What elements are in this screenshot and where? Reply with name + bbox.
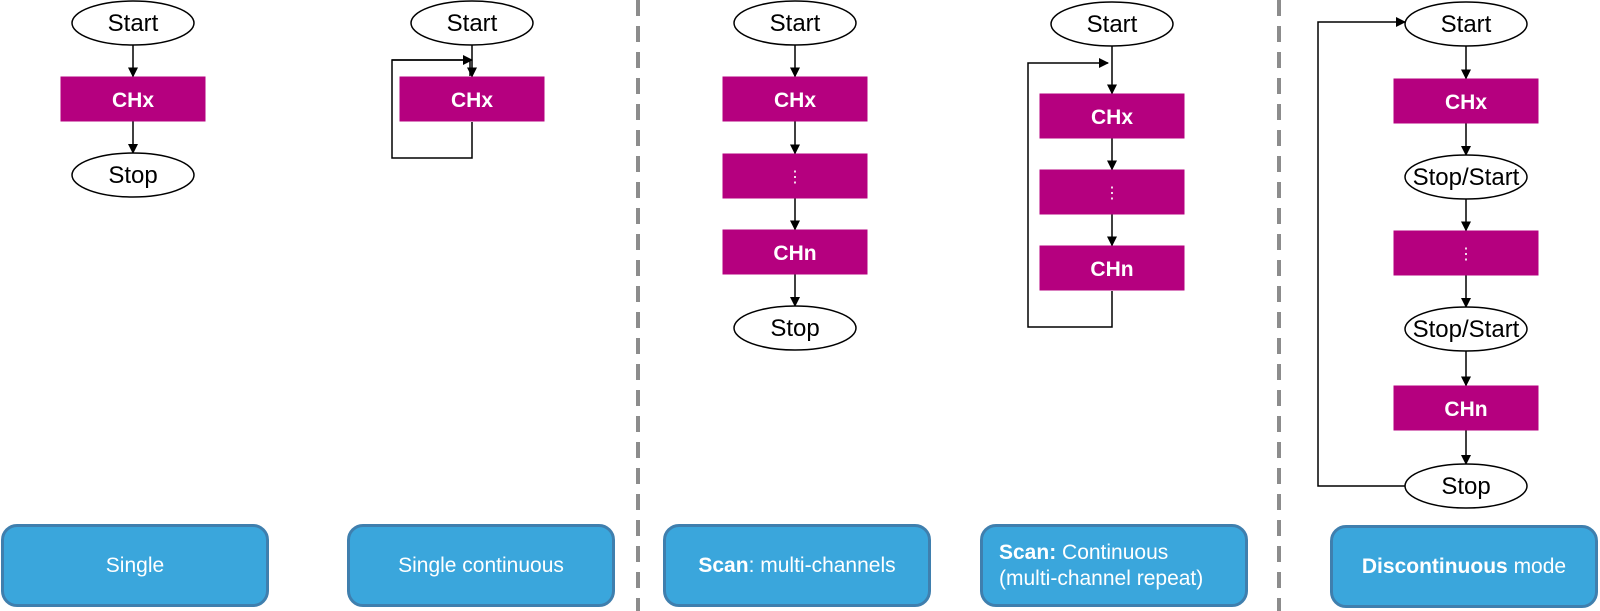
loop-connector: [1317, 17, 1406, 487]
chx-label: CHx: [112, 89, 154, 112]
ellipsis-box: [1393, 230, 1539, 276]
chn-box: [1393, 385, 1539, 431]
mode-label-text: Scan: Continuous(multi-channel repeat): [999, 540, 1203, 590]
start-label: Start: [770, 10, 821, 37]
ellipsis-box: [722, 153, 868, 199]
chn-box: [722, 229, 868, 275]
mode-label-text: Single continuous: [398, 553, 564, 578]
ellipsis-label: ⋮: [1458, 246, 1474, 263]
stop-label: Stop: [770, 315, 819, 342]
mode-label-single-continuous: Single continuous: [347, 524, 615, 607]
mode-label-bold: Scan: [698, 553, 749, 577]
stop-node: [733, 305, 857, 351]
stop-node: [1404, 463, 1528, 509]
mode-label-normal: : multi-channels: [748, 553, 896, 577]
start-node: [1050, 1, 1174, 47]
chn-label: CHn: [1090, 258, 1133, 281]
mode-label-line2: (multi-channel repeat): [999, 566, 1204, 590]
mode-label-text: Scan: multi-channels: [698, 553, 895, 578]
start-label: Start: [1087, 11, 1138, 38]
mode-label-normal: Single: [105, 553, 165, 577]
chn-label: CHn: [1444, 398, 1487, 421]
stop-start-label: Stop/Start: [1413, 316, 1520, 343]
mode-label-scan-continuous: Scan: Continuous(multi-channel repeat): [980, 524, 1248, 607]
chx-box: [1393, 78, 1539, 124]
mode-label-normal: Continuous: [1056, 541, 1169, 565]
ellipsis-label: ⋮: [1104, 185, 1120, 202]
start-label: Start: [1441, 11, 1492, 38]
mode-label-normal: Single continuous: [398, 553, 564, 577]
start-node: [410, 0, 534, 46]
stop-label: Stop: [1441, 473, 1490, 500]
stop-start-label: Stop/Start: [1413, 164, 1520, 191]
ellipsis-box: [1039, 169, 1185, 215]
chx-box: [399, 76, 545, 122]
chx-box: [60, 76, 206, 122]
stop-node: [71, 152, 195, 198]
mode-label-bold: Scan:: [999, 541, 1057, 565]
loop-connector: [1027, 58, 1113, 328]
chx-label: CHx: [774, 89, 816, 112]
stop-start-node: [1404, 154, 1528, 200]
ellipsis-label: ⋮: [787, 169, 803, 186]
chx-box: [722, 76, 868, 122]
mode-label-discontinuous: Discontinuous mode: [1330, 525, 1598, 608]
start-node: [71, 0, 195, 46]
chn-label: CHn: [773, 242, 816, 265]
chn-box: [1039, 245, 1185, 291]
start-node: [733, 0, 857, 46]
stop-label: Stop: [108, 162, 157, 189]
mode-label-normal: mode: [1507, 554, 1567, 578]
chx-label: CHx: [451, 89, 493, 112]
mode-label-bold: Discontinuous: [1361, 554, 1508, 578]
chx-label: CHx: [1091, 106, 1133, 129]
start-node: [1404, 1, 1528, 47]
stop-start-node: [1404, 306, 1528, 352]
start-label: Start: [447, 10, 498, 37]
mode-label-text: Single: [106, 553, 164, 578]
start-label: Start: [108, 10, 159, 37]
mode-label-single: Single: [1, 524, 269, 607]
chx-box: [1039, 93, 1185, 139]
mode-label-scan-multi: Scan: multi-channels: [663, 524, 931, 607]
chx-label: CHx: [1445, 91, 1487, 114]
mode-label-text: Discontinuous mode: [1362, 554, 1566, 579]
